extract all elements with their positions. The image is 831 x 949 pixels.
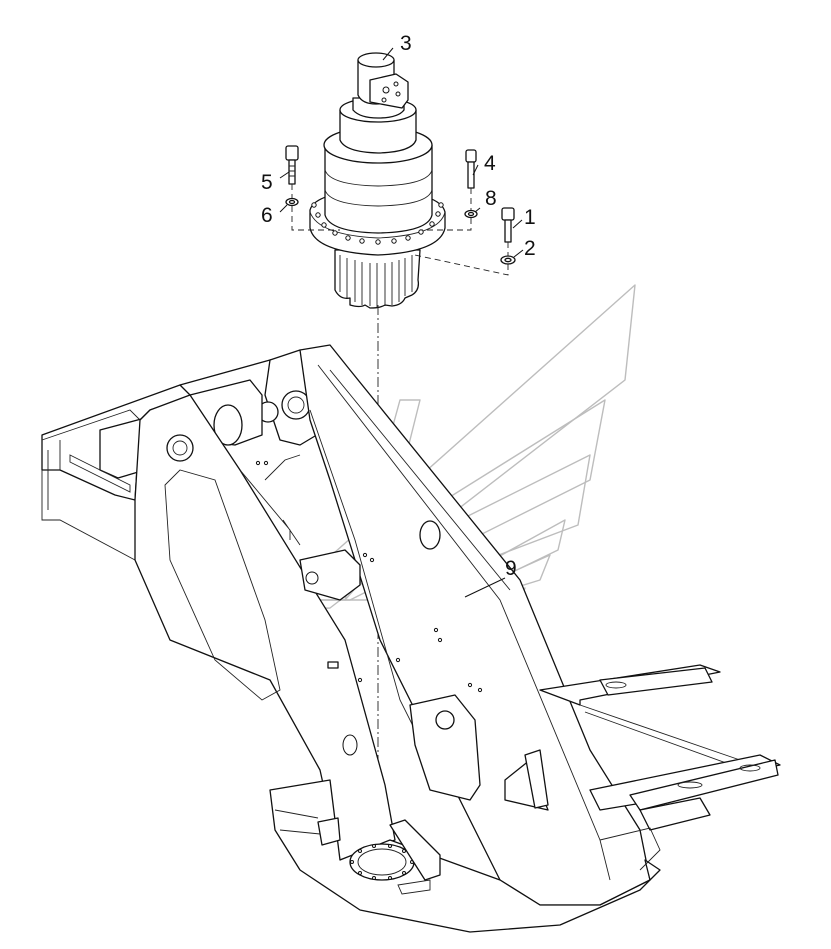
bolt-4 bbox=[465, 149, 477, 189]
slew-ring-holes bbox=[350, 844, 414, 880]
pinion-gear bbox=[334, 249, 421, 309]
callout-4: 4 bbox=[484, 152, 496, 175]
web-holes bbox=[255, 460, 483, 693]
callout-5: 5 bbox=[261, 171, 273, 194]
boom-frame bbox=[41, 344, 781, 933]
washer-2 bbox=[500, 255, 516, 265]
swing-motor-assembly bbox=[309, 52, 446, 309]
callouts: 3 4 5 8 6 1 2 9 bbox=[261, 32, 536, 598]
callout-8: 8 bbox=[485, 187, 497, 210]
callout-3: 3 bbox=[400, 32, 412, 55]
washer-8 bbox=[464, 209, 478, 219]
callout-9: 9 bbox=[505, 557, 517, 580]
bolt-1 bbox=[501, 207, 515, 243]
callout-6: 6 bbox=[261, 204, 273, 227]
hydraulic-motor bbox=[357, 52, 409, 109]
flange-bolt-holes bbox=[311, 202, 444, 245]
callout-2: 2 bbox=[524, 237, 536, 260]
washer-6 bbox=[285, 197, 299, 207]
bolt-5 bbox=[285, 145, 299, 185]
callout-1: 1 bbox=[524, 206, 536, 229]
gearbox-body bbox=[323, 97, 433, 234]
